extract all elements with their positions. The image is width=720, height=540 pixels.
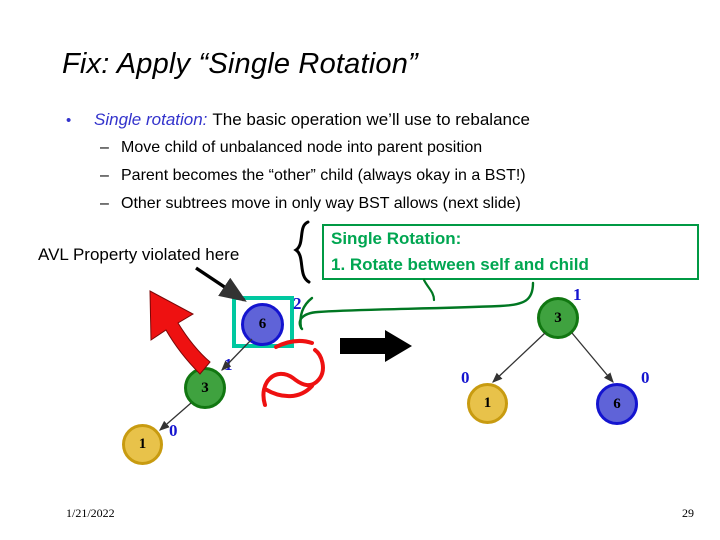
dash-marker-icon: – bbox=[100, 195, 109, 212]
dash-marker-icon: – bbox=[100, 139, 109, 156]
bullet-level2-text: Other subtrees move in only way BST allo… bbox=[121, 195, 521, 212]
bullet-level2-2: – Parent becomes the “other” child (alwa… bbox=[100, 167, 526, 185]
left-tree-balance-6: 2 bbox=[293, 294, 302, 313]
left-tree-balance-3: 1 bbox=[224, 355, 233, 374]
green-connector-hook bbox=[299, 296, 314, 330]
transform-block-arrow-icon bbox=[340, 330, 412, 362]
node-value: 6 bbox=[258, 316, 267, 332]
right-tree-node-6[interactable]: 6 bbox=[596, 383, 638, 425]
left-tree-node-3[interactable]: 3 bbox=[184, 367, 226, 409]
green-underline-tick bbox=[422, 278, 436, 302]
selection-highlight-box bbox=[232, 296, 294, 348]
bullet-level1-emphasis: Single rotation: bbox=[94, 110, 208, 129]
right-tree-balance-6: 0 bbox=[641, 368, 650, 387]
bullet-level2-text: Move child of unbalanced node into paren… bbox=[121, 139, 483, 156]
bullet-level2-3: – Other subtrees move in only way BST al… bbox=[100, 195, 521, 213]
left-tree-balance-1: 0 bbox=[169, 421, 178, 440]
left-tree-node-1[interactable]: 1 bbox=[122, 424, 163, 465]
node-value: 1 bbox=[483, 395, 492, 411]
callout-line-2: 1. Rotate between self and child bbox=[331, 255, 589, 274]
node-value: 3 bbox=[554, 309, 562, 326]
single-rotation-callout: Single Rotation: 1. Rotate between self … bbox=[322, 224, 699, 280]
right-tree-edge-3-6 bbox=[571, 332, 614, 383]
red-squiggle-3 bbox=[261, 348, 325, 407]
right-tree-balance-3: 1 bbox=[573, 285, 582, 304]
bullet-level2-text: Parent becomes the “other” child (always… bbox=[121, 167, 526, 184]
page-title: Fix: Apply “Single Rotation” bbox=[62, 48, 418, 80]
footer-date: 1/21/2022 bbox=[66, 506, 115, 520]
dash-marker-icon: – bbox=[100, 167, 109, 184]
node-value: 1 bbox=[138, 436, 147, 452]
right-tree-balance-1: 0 bbox=[461, 368, 470, 387]
bullet-level2-1: – Move child of unbalanced node into par… bbox=[100, 139, 482, 157]
curly-brace-icon bbox=[293, 220, 311, 284]
footer-page-number: 29 bbox=[682, 506, 694, 520]
node-value: 3 bbox=[201, 379, 209, 396]
right-tree-node-1[interactable]: 1 bbox=[467, 383, 508, 424]
bullet-level1: • Single rotation: The basic operation w… bbox=[66, 110, 530, 130]
callout-line-1: Single Rotation: bbox=[331, 229, 462, 248]
node-value: 6 bbox=[613, 395, 621, 412]
left-tree-node-6[interactable]: 6 bbox=[241, 303, 284, 346]
green-connector-curve bbox=[298, 281, 535, 331]
red-rotation-arrow-icon bbox=[149, 290, 211, 375]
right-tree-edge-3-1 bbox=[492, 332, 546, 383]
right-tree-node-3[interactable]: 3 bbox=[537, 297, 579, 339]
bullet-marker-icon: • bbox=[66, 112, 72, 129]
red-squiggle-1 bbox=[263, 384, 314, 399]
bullet-level1-text: The basic operation we’ll use to rebalan… bbox=[212, 110, 530, 129]
avl-violation-note: AVL Property violated here bbox=[38, 245, 240, 264]
